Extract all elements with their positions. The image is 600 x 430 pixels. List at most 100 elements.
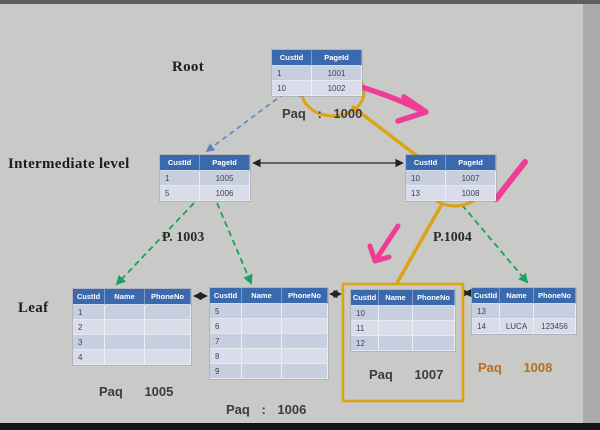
- table-cell: [242, 349, 282, 364]
- table-cell: [500, 304, 534, 319]
- table-row: 1: [73, 305, 191, 320]
- column-header: Name: [242, 288, 282, 304]
- pink-arrowhead-root-to-right: [395, 94, 429, 124]
- table-row: 11: [351, 321, 455, 336]
- page-label-1007: Paq 1007: [369, 367, 444, 382]
- column-header: Name: [105, 289, 145, 305]
- table-cell: 1005: [200, 171, 250, 186]
- table-row: 5: [210, 304, 328, 319]
- table-cell: 12: [351, 336, 379, 351]
- table-row: 10: [351, 306, 455, 321]
- table-row: 7: [210, 334, 328, 349]
- table-cell: [379, 336, 413, 351]
- table-cell: 3: [73, 335, 105, 350]
- link-int-left-to-leaf-1006: [216, 202, 253, 285]
- table-row: 2: [73, 320, 191, 335]
- table-cell: [282, 304, 328, 319]
- table-cell: [145, 305, 191, 320]
- column-header: PhoneNo: [282, 288, 328, 304]
- table-cell: 14: [472, 319, 500, 334]
- column-header: PhoneNo: [534, 288, 576, 304]
- page-label-1003: P. 1003: [162, 230, 205, 245]
- column-header: CustId: [272, 50, 312, 66]
- table-cell: 10: [351, 306, 379, 321]
- table-cell: [105, 320, 145, 335]
- table-cell: [282, 364, 328, 379]
- page-label-1006: Paq : 1006: [226, 402, 307, 417]
- intermediate-level-label: Intermediate level: [8, 156, 130, 172]
- table-row: 12: [351, 336, 455, 351]
- table-cell: [145, 350, 191, 365]
- table-cell: [145, 320, 191, 335]
- table-cell: 13: [406, 186, 446, 201]
- table-cell: [105, 335, 145, 350]
- frame-edge-right: [583, 0, 600, 430]
- table-cell: 2: [73, 320, 105, 335]
- table-cell: [282, 349, 328, 364]
- table-cell: 1001: [312, 66, 362, 81]
- leaf-level-label: Leaf: [18, 300, 49, 316]
- table-cell: 1: [272, 66, 312, 81]
- table-cell: [282, 334, 328, 349]
- table-row: 3: [73, 335, 191, 350]
- table-cell: 8: [210, 349, 242, 364]
- table-cell: [105, 305, 145, 320]
- column-header: PageId: [200, 155, 250, 171]
- table-cell: [413, 336, 455, 351]
- column-header: PhoneNo: [413, 290, 455, 306]
- frame-edge-top: [0, 0, 600, 4]
- table-cell: 6: [210, 319, 242, 334]
- table-cell: [242, 319, 282, 334]
- table-row: 6: [210, 319, 328, 334]
- table-cell: [413, 306, 455, 321]
- table-cell: 10: [406, 171, 446, 186]
- column-header: Name: [379, 290, 413, 306]
- root-level-label: Root: [172, 59, 205, 75]
- table-cell: 4: [73, 350, 105, 365]
- table-cell: 1007: [446, 171, 496, 186]
- table-row: 13: [472, 304, 576, 319]
- table-cell: [379, 306, 413, 321]
- column-header: CustId: [351, 290, 379, 306]
- table-row: 4: [73, 350, 191, 365]
- table-cell: 9: [210, 364, 242, 379]
- table-cell: 13: [472, 304, 500, 319]
- column-header: CustId: [406, 155, 446, 171]
- column-header: PhoneNo: [145, 289, 191, 305]
- table-cell: LUCA: [500, 319, 534, 334]
- table-cell: [145, 335, 191, 350]
- table-cell: 1: [160, 171, 200, 186]
- table-cell: 123456: [534, 319, 576, 334]
- table-row: 9: [210, 364, 328, 379]
- table-cell: 10: [272, 81, 312, 96]
- page-label-1004: P.1004: [433, 230, 472, 245]
- table-cell: [105, 350, 145, 365]
- frame-edge-bottom: [0, 423, 600, 430]
- table-cell: [413, 321, 455, 336]
- table-cell: 1006: [200, 186, 250, 201]
- table-cell: 7: [210, 334, 242, 349]
- column-header: CustId: [472, 288, 500, 304]
- table-cell: 1008: [446, 186, 496, 201]
- table-cell: 1: [73, 305, 105, 320]
- table-cell: 1002: [312, 81, 362, 96]
